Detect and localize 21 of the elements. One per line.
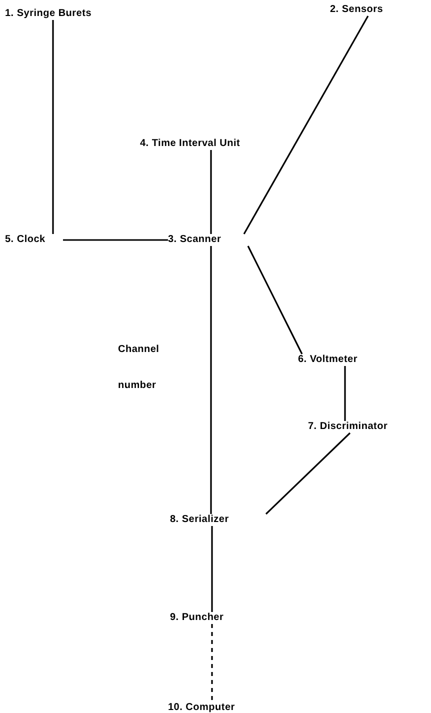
connector-line xyxy=(344,366,346,421)
node-label: 4. Time Interval Unit xyxy=(140,138,240,150)
connector-line xyxy=(211,526,213,612)
connector-line xyxy=(243,16,369,234)
note-label: Channel number xyxy=(118,343,160,393)
node-label: 10. Computer xyxy=(168,702,235,713)
connector-line xyxy=(210,246,212,514)
connector-line xyxy=(211,624,213,702)
node-label: 3. Scanner xyxy=(168,234,222,246)
node-label: 2. Sensors xyxy=(330,4,384,16)
connector-line xyxy=(52,20,54,234)
node-label: 1. Syringe Burets xyxy=(5,8,92,20)
node-label: 7. Discriminator xyxy=(308,421,388,433)
connector-line xyxy=(247,246,303,354)
node-label: 6. Voltmeter xyxy=(298,354,358,366)
node-label: 5. Clock xyxy=(5,234,63,246)
connector-line xyxy=(265,432,351,515)
connector-line xyxy=(63,239,168,241)
connector-line xyxy=(210,150,212,234)
node-label: 9. Puncher xyxy=(170,612,224,624)
node-label: 8. Serializer xyxy=(170,514,229,526)
